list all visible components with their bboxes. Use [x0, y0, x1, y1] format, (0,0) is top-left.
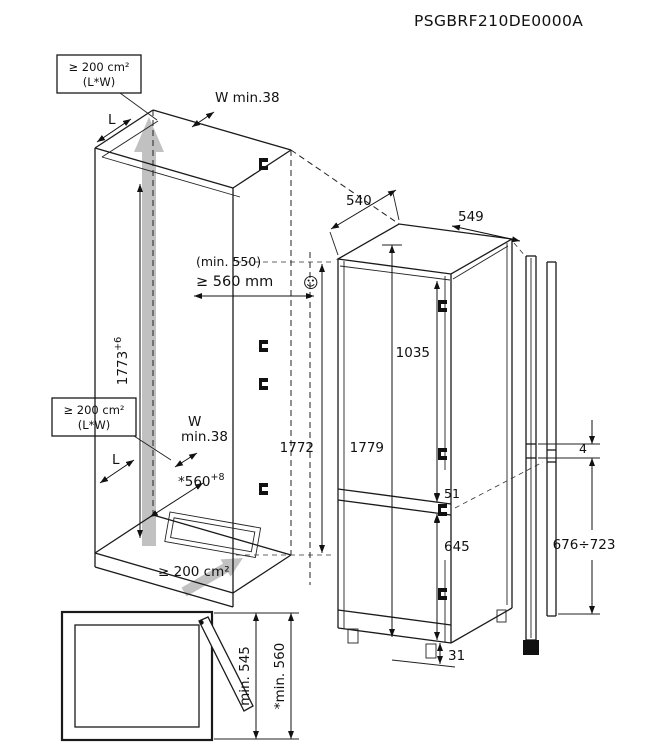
airflow-arrow-vertical	[134, 117, 164, 546]
niche-height-label: 1773+6	[113, 337, 131, 385]
hinge-icon	[259, 340, 268, 352]
hinge-icon	[438, 588, 447, 600]
niche-length-top-label: L	[108, 112, 116, 128]
niche-inner-height-label: 1772	[280, 440, 314, 456]
appliance-foot	[496, 609, 507, 623]
appliance-top-depth-label: 540	[346, 193, 372, 209]
hinge-icon	[438, 300, 447, 312]
door-hinge-point	[199, 620, 204, 625]
niche-wall-top-label: W min.38	[215, 90, 280, 106]
niche-length-mid-label: L	[112, 452, 120, 468]
hinge-icon	[259, 483, 268, 495]
niche-depth-min-label: (min. 550)	[196, 254, 261, 269]
dimension-labels: PSGBRF210DE0000A L W min.38 (min. 550) ≥…	[108, 12, 615, 709]
appliance-height-label: 1779	[350, 440, 384, 456]
panel-range-label: 676÷723	[553, 537, 616, 553]
vent-top-note-label: (L*W)	[83, 75, 116, 89]
airflow-arrows	[134, 117, 243, 597]
ventilation-callouts: ≥ 200 cm² (L*W) ≥ 200 cm² (L*W) ≥ 200 cm…	[51, 54, 230, 580]
vent-top-area-label: ≥ 200 cm²	[68, 60, 129, 74]
upper-door-height-label: 1035	[396, 345, 430, 361]
plan-depth-min-label: min. 545	[237, 646, 253, 706]
appliance-top-width-label: 549	[458, 209, 484, 225]
hinge-icon	[438, 504, 447, 516]
smiley-icon: ☺	[303, 274, 319, 292]
appliance-drawing	[336, 223, 544, 668]
dimension-lines	[96, 111, 595, 739]
door-panel-side-view	[523, 255, 600, 655]
vent-side-area-label: ≥ 200 cm²	[63, 403, 124, 417]
floor-vent-recess	[164, 511, 262, 559]
airflow-arrow-bottom	[181, 558, 243, 597]
niche-floor-depth-label: *560+8	[178, 472, 225, 490]
page-title: PSGBRF210DE0000A	[414, 12, 583, 30]
plan-depth-total-label: *min. 560	[272, 643, 288, 710]
hinge-gap-label: 51	[444, 486, 460, 501]
niche-depth-label: ≥ 560 mm	[196, 274, 273, 290]
bottom-gap-label: 31	[448, 648, 465, 664]
panel-gap-label: 4	[579, 441, 587, 456]
niche-wall-mid-label-2: min.38	[181, 429, 228, 445]
panel-foot	[523, 640, 539, 655]
hinge-icon	[259, 378, 268, 390]
niche-drawing	[94, 109, 400, 608]
plan-view-inset	[60, 610, 299, 742]
appliance-foot	[347, 628, 359, 644]
lower-door-height-label: 645	[444, 539, 470, 555]
niche-wall-mid-label-1: W	[188, 414, 201, 430]
hinge-icon	[259, 158, 268, 170]
vent-side-note-label: (L*W)	[78, 418, 111, 432]
vent-floor-area-label: ≥ 200 cm²	[158, 564, 230, 580]
hinge-icon	[438, 448, 447, 460]
appliance-foot	[425, 643, 437, 659]
